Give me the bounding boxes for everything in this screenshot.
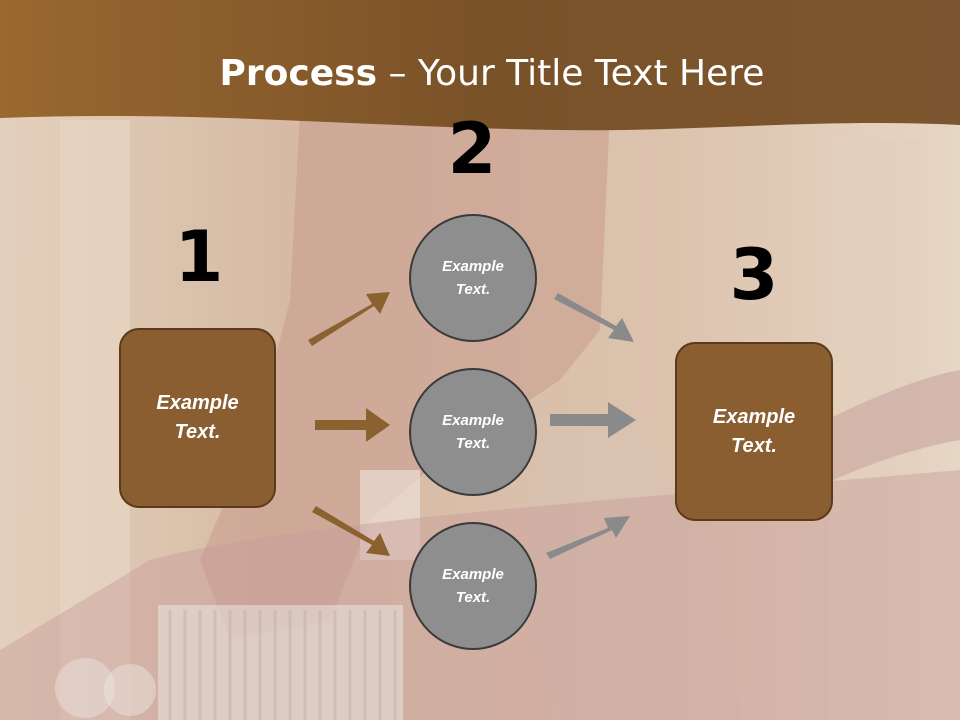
arrow-down-right-gray [554, 293, 634, 342]
step-3-label-line2: Text. [731, 434, 777, 457]
step-1-box: Example Text. [119, 328, 276, 508]
circle-top-label-line1: Example [442, 258, 504, 275]
step-1-label-line1: Example [156, 392, 239, 414]
circle-top-label-line2: Text. [455, 281, 491, 298]
step-number-3: 3 [729, 234, 779, 316]
circle-bottom-label-line2: Text. [455, 589, 491, 606]
step-number-1: 1 [174, 216, 224, 298]
step-1-label-line2: Text. [174, 421, 221, 443]
step-2-circle-middle: Example Text. [409, 368, 537, 496]
arrow-down-right-brown [312, 506, 390, 556]
arrow-right-gray [550, 402, 636, 438]
step-3-box: Example Text. [675, 342, 833, 521]
step-number-2: 2 [447, 108, 497, 190]
title-bold: Process [219, 53, 378, 94]
arrow-up-right-gray [546, 516, 630, 559]
circle-bottom-label-line1: Example [442, 566, 504, 583]
arrow-up-right-brown [308, 292, 390, 346]
step-2-circle-bottom: Example Text. [409, 522, 537, 650]
step-2-circle-top: Example Text. [409, 214, 537, 342]
arrow-right-brown [315, 408, 390, 442]
circle-middle-label-line2: Text. [455, 435, 491, 452]
title-rest: – Your Title Text Here [377, 53, 765, 94]
step-3-label-line1: Example [712, 405, 796, 428]
circle-middle-label-line1: Example [442, 412, 504, 429]
slide-title: Process – Your Title Text Here [0, 52, 960, 96]
